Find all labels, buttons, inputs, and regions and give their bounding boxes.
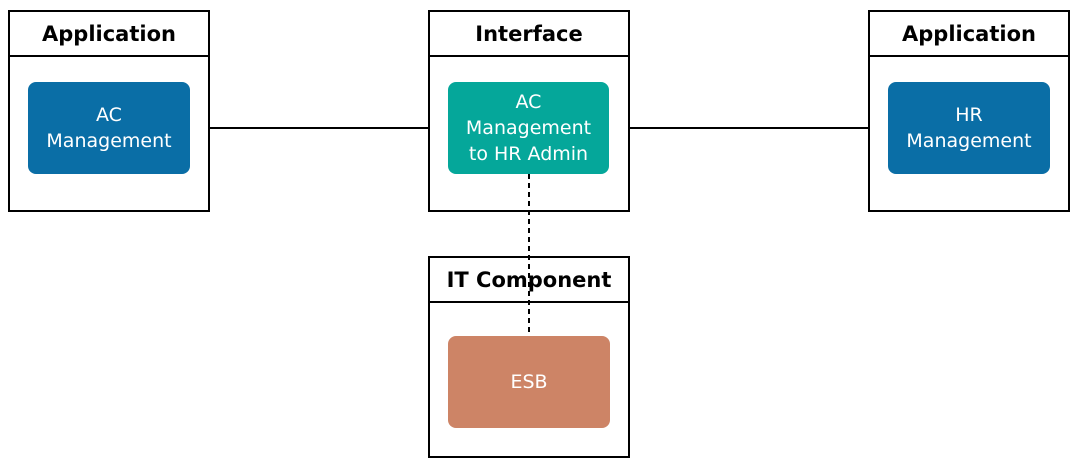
interface-node[interactable]: AC Management to HR Admin: [448, 82, 609, 174]
hr-management-node[interactable]: HR Management: [888, 82, 1050, 174]
esb-node[interactable]: ESB: [448, 336, 610, 428]
frame-title-application-left: Application: [10, 12, 208, 57]
ac-management-node[interactable]: AC Management: [28, 82, 190, 174]
frame-title-interface: Interface: [430, 12, 628, 57]
frame-title-application-right: Application: [870, 12, 1068, 57]
